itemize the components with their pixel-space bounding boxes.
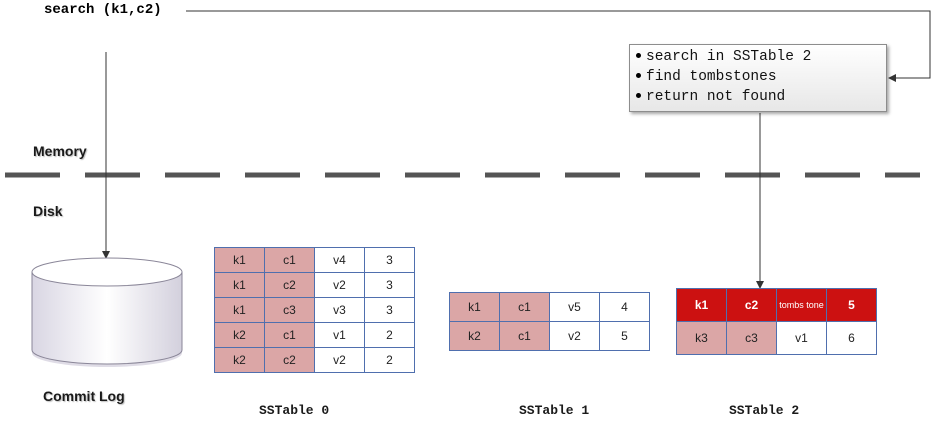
key-cell: k2	[449, 321, 500, 351]
table-row: k2 c2 v2 2	[214, 347, 415, 373]
key-cell: k3	[676, 321, 727, 355]
timestamp-cell: 5	[826, 288, 877, 322]
search-steps-note: search in SSTable 2 find tombstones retu…	[629, 44, 887, 112]
table-row: k1 c3 v3 3	[214, 297, 415, 323]
timestamp-cell: 5	[599, 321, 650, 351]
sstable-2-caption: SSTable 2	[729, 403, 800, 418]
sstable-1: k1 c1 v5 4 k2 c1 v2 5	[449, 292, 650, 351]
column-cell: c3	[264, 297, 315, 323]
tombstone-cell: tombs tone	[776, 288, 827, 322]
timestamp-cell: 4	[599, 292, 650, 322]
arrow-query-to-note	[186, 10, 931, 82]
sstable-2: k1 c2 tombs tone 5 k3 c3 v1 6	[676, 288, 877, 355]
key-cell: k1	[214, 297, 265, 323]
value-cell: v4	[314, 247, 365, 273]
value-cell: v5	[549, 292, 600, 322]
memory-label: Memory	[33, 143, 87, 159]
note-line: search in SSTable 2	[634, 47, 886, 67]
value-cell: v3	[314, 297, 365, 323]
table-row: k1 c2 v2 3	[214, 272, 415, 298]
column-cell: c1	[499, 292, 550, 322]
column-cell: c3	[726, 321, 777, 355]
table-row: k1 c1 v5 4	[449, 292, 650, 322]
key-cell: k2	[214, 322, 265, 348]
column-cell: c2	[264, 347, 315, 373]
timestamp-cell: 3	[364, 247, 415, 273]
table-row: k3 c3 v1 6	[676, 321, 877, 355]
column-cell: c2	[726, 288, 777, 322]
key-cell: k1	[214, 272, 265, 298]
commit-log-cylinder	[31, 257, 183, 367]
timestamp-cell: 2	[364, 347, 415, 373]
note-line: return not found	[634, 87, 886, 107]
column-cell: c1	[264, 247, 315, 273]
value-cell: v2	[314, 347, 365, 373]
column-cell: c2	[264, 272, 315, 298]
value-cell: v2	[549, 321, 600, 351]
table-row: k1 c1 v4 3	[214, 247, 415, 273]
value-cell: v2	[314, 272, 365, 298]
bullet-icon	[636, 72, 641, 78]
disk-label: Disk	[33, 203, 63, 219]
sstable-1-caption: SSTable 1	[519, 403, 590, 418]
column-cell: c1	[499, 321, 550, 351]
value-cell: v1	[314, 322, 365, 348]
key-cell: k1	[214, 247, 265, 273]
timestamp-cell: 6	[826, 321, 877, 355]
key-cell: k1	[449, 292, 500, 322]
tombstone-row: k1 c2 tombs tone 5	[676, 288, 877, 322]
bullet-icon	[636, 92, 641, 98]
column-cell: c1	[264, 322, 315, 348]
sstable-0-caption: SSTable 0	[259, 403, 330, 418]
table-row: k2 c1 v2 5	[449, 321, 650, 351]
timestamp-cell: 2	[364, 322, 415, 348]
value-cell: v1	[776, 321, 827, 355]
timestamp-cell: 3	[364, 272, 415, 298]
key-cell: k2	[214, 347, 265, 373]
sstable-0: k1 c1 v4 3 k1 c2 v2 3 k1 c3 v3 3 k2 c1 v…	[214, 247, 415, 373]
timestamp-cell: 3	[364, 297, 415, 323]
query-label: search (k1,c2)	[44, 2, 162, 18]
note-line: find tombstones	[634, 67, 886, 87]
bullet-icon	[636, 52, 641, 58]
table-row: k2 c1 v1 2	[214, 322, 415, 348]
key-cell: k1	[676, 288, 727, 322]
commit-log-label: Commit Log	[43, 388, 125, 404]
